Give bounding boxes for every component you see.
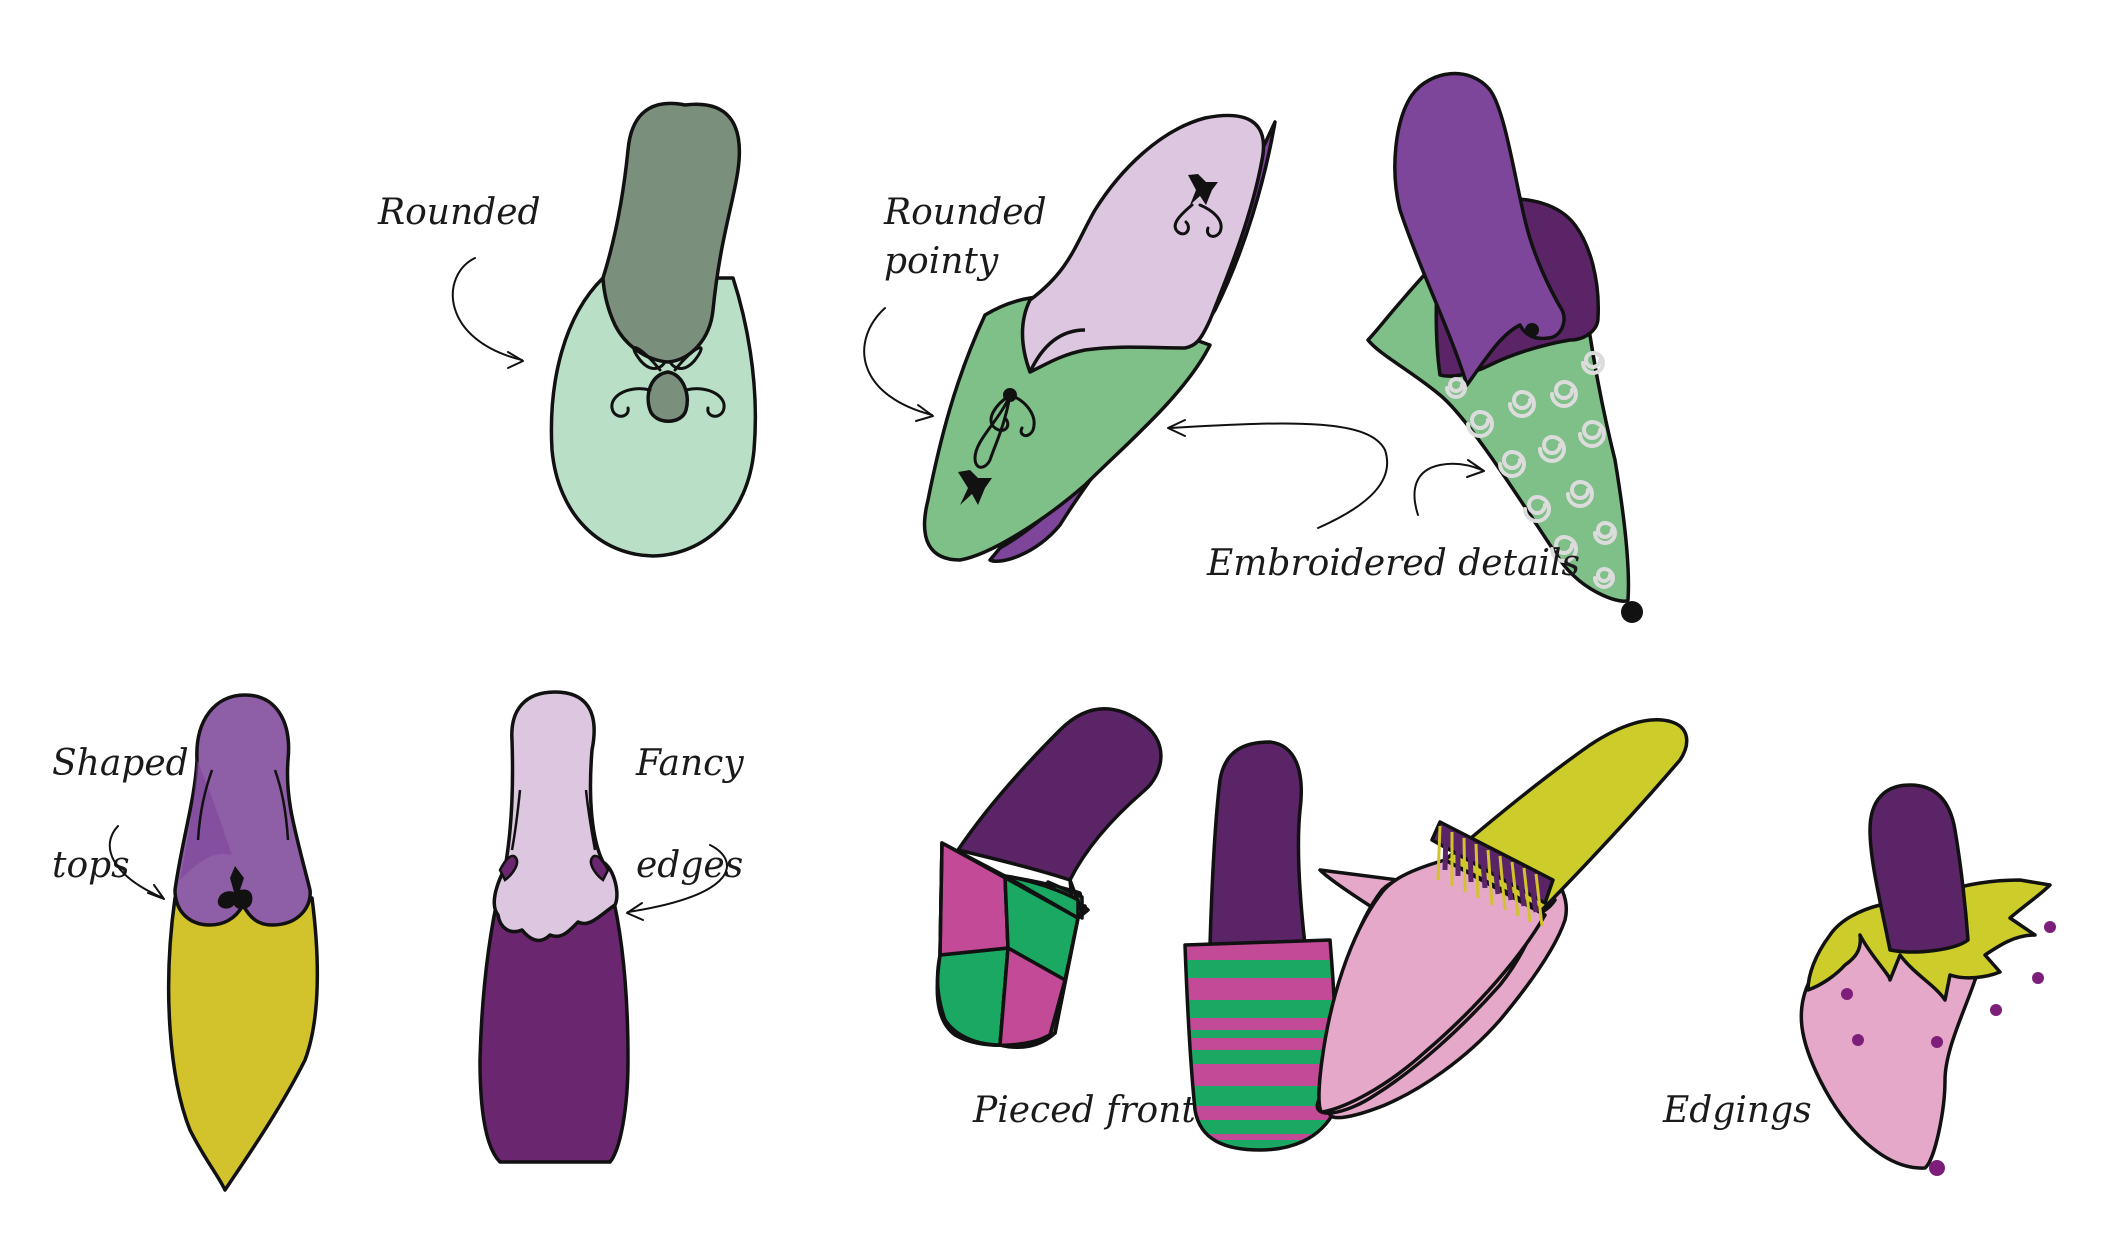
petal-edging-slipper-icon: [1799, 783, 2056, 1176]
label-rounded-pointy-line1: Rounded: [883, 192, 1047, 233]
label-fancy-line1: Fancy: [635, 743, 744, 784]
label-edgings: Edgings: [1662, 1090, 1812, 1131]
shaped-top-slipper-icon: [166, 693, 320, 1192]
fringed-edging-slipper-icon: [1315, 718, 1689, 1120]
rounded-toe-slipper-icon: [549, 101, 758, 558]
arrow-rounded: [451, 257, 523, 361]
arrow-shaped: [108, 825, 164, 899]
arrow-fancy: [627, 844, 728, 913]
arrow-embroidered-left: [1169, 422, 1389, 529]
arrow-rounded-pointy: [863, 307, 933, 416]
checkered-pieced-slipper-icon: [935, 707, 1163, 1049]
label-pieced-fronts: Pieced fronts: [972, 1090, 1214, 1131]
label-embroidered-details: Embroidered details: [1206, 543, 1580, 584]
arrow-embroidered-right: [1413, 462, 1483, 516]
label-shaped-line1: Shaped: [52, 743, 189, 784]
label-fancy-line2: edges: [636, 845, 743, 886]
label-rounded: Rounded: [377, 192, 541, 233]
embroidered-pointed-slipper-icon: [1366, 71, 1643, 623]
label-rounded-pointy-line2: pointy: [884, 241, 999, 282]
rounded-pointy-slipper-icon: [922, 113, 1277, 563]
fancy-edge-slipper-icon: [478, 690, 630, 1164]
striped-pieced-slipper-icon: [1183, 740, 1338, 1152]
